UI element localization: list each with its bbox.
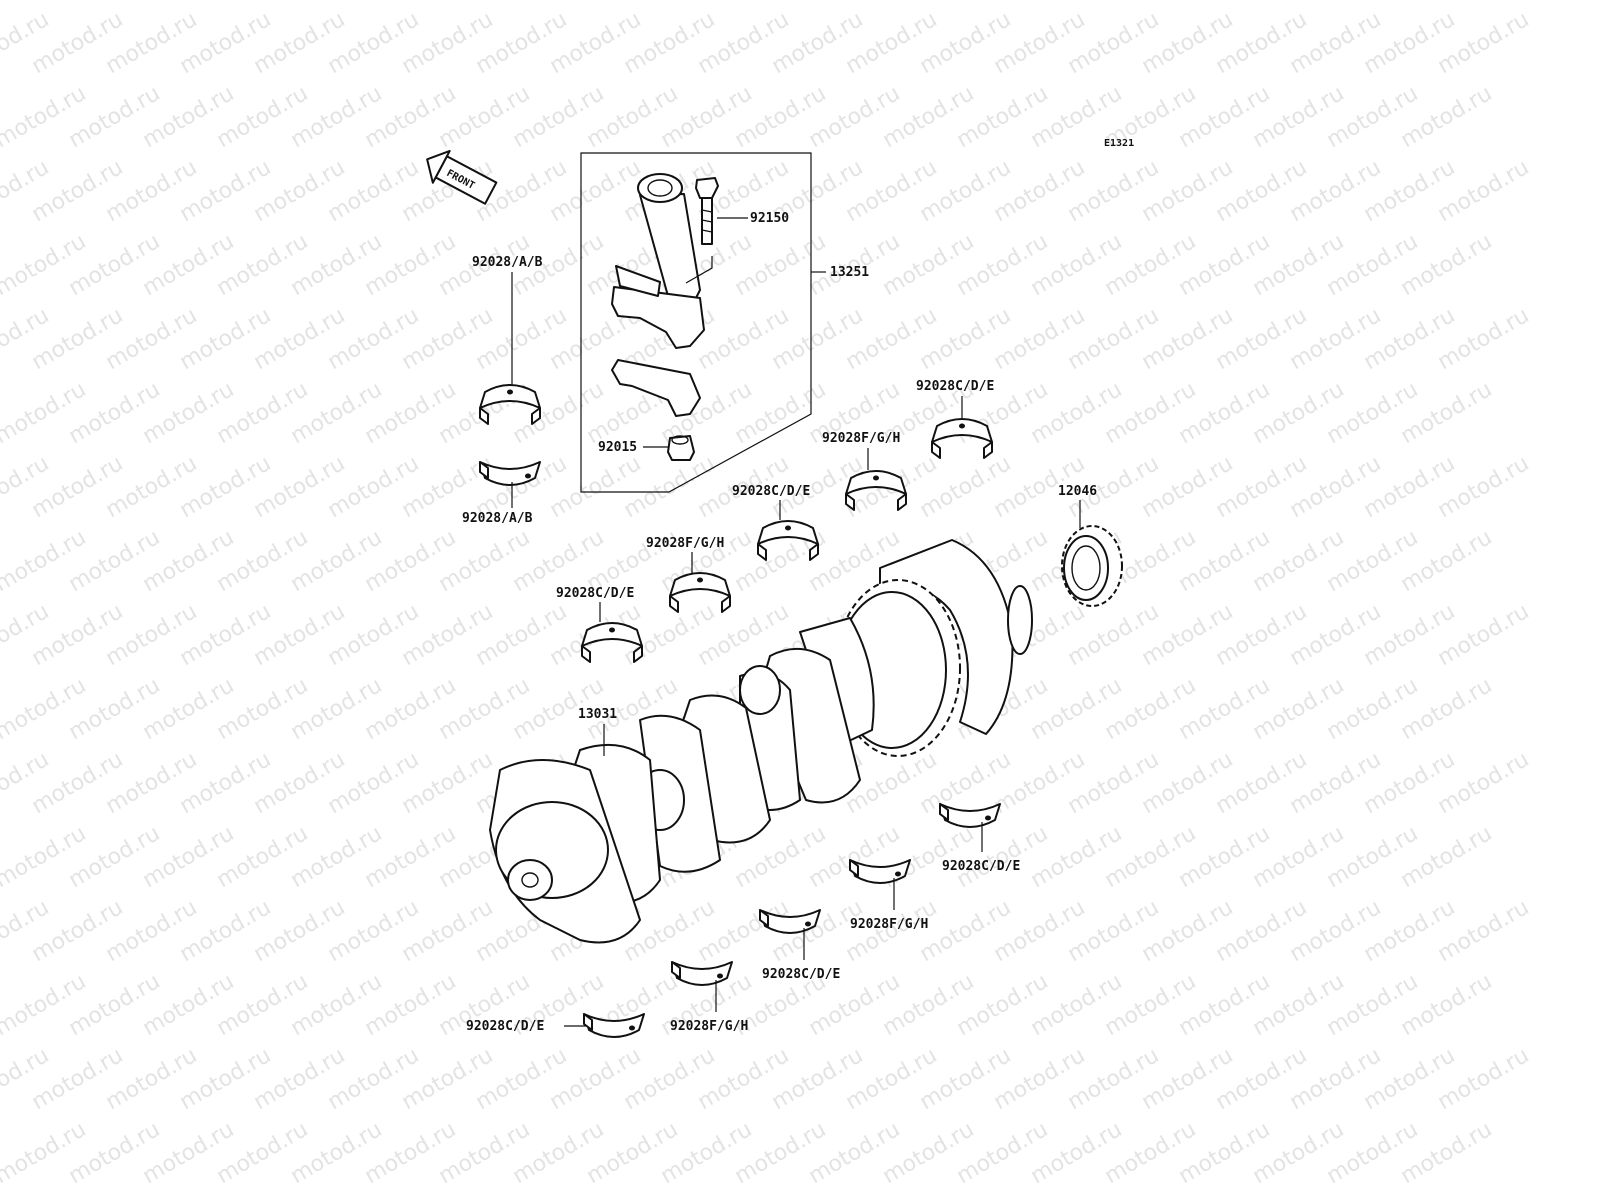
label-crankshaft: 13031 [578, 707, 617, 722]
label-lower-c: 92028C/D/E [762, 967, 840, 982]
label-main-b: 92028F/G/H [646, 536, 724, 551]
label-rod-nut: 92015 [598, 440, 637, 455]
rod-bolt-drawing [695, 177, 719, 245]
crankshaft-drawing [489, 539, 1033, 944]
watermark-text: motod.ru [1397, 0, 1497, 5]
diagram-code: E1321 [1104, 138, 1134, 149]
label-main-a: 92028C/D/E [556, 586, 634, 601]
label-rod-assembly: 13251 [830, 265, 869, 280]
label-gear: 12046 [1058, 484, 1097, 499]
sprocket-gear-drawing [1061, 525, 1123, 607]
lower-bearing-a-icon [939, 803, 1001, 828]
rod-nut-drawing [667, 435, 695, 461]
label-rod-bearing-bottom: 92028/A/B [462, 511, 533, 526]
label-main-d: 92028F/G/H [822, 431, 900, 446]
label-main-e: 92028C/D/E [916, 379, 994, 394]
rod-assembly-box [580, 152, 812, 493]
connecting-rod-drawing [611, 173, 705, 417]
main-bearing-a-icon [581, 622, 643, 663]
front-arrow-icon: FRONT [426, 149, 498, 205]
label-lower-e: 92028C/D/E [466, 1019, 544, 1034]
label-main-c: 92028C/D/E [732, 484, 810, 499]
watermark-layer: motod.rumotod.rumotod.rumotod.rumotod.ru… [0, 0, 1533, 1189]
label-rod-bolt: 92150 [750, 211, 789, 226]
label-lower-a: 92028C/D/E [942, 859, 1020, 874]
label-lower-b: 92028F/G/H [850, 917, 928, 932]
label-lower-d: 92028F/G/H [670, 1019, 748, 1034]
label-rod-bearing-top: 92028/A/B [472, 255, 543, 270]
